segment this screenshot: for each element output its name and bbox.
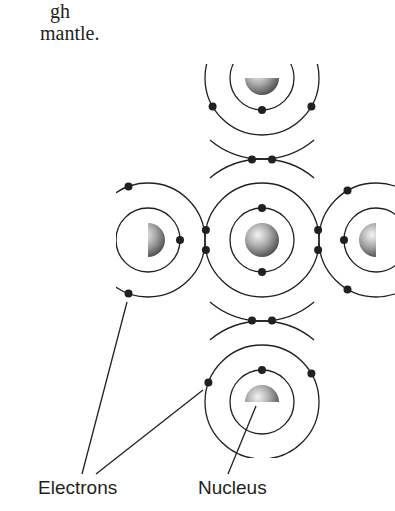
page-text-fragment: gh [50,0,70,22]
part-label: Nucleus [198,478,267,499]
page-text-fragment: mantle. [40,22,99,44]
part-label: Electrons [38,478,117,499]
